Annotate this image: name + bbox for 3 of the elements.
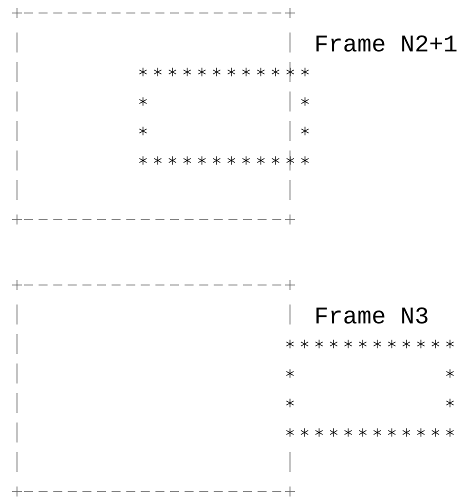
frame-label: Frame N3 xyxy=(316,307,428,324)
frame-label: Frame N2+1 xyxy=(316,35,456,52)
asterisk-box xyxy=(286,339,454,438)
